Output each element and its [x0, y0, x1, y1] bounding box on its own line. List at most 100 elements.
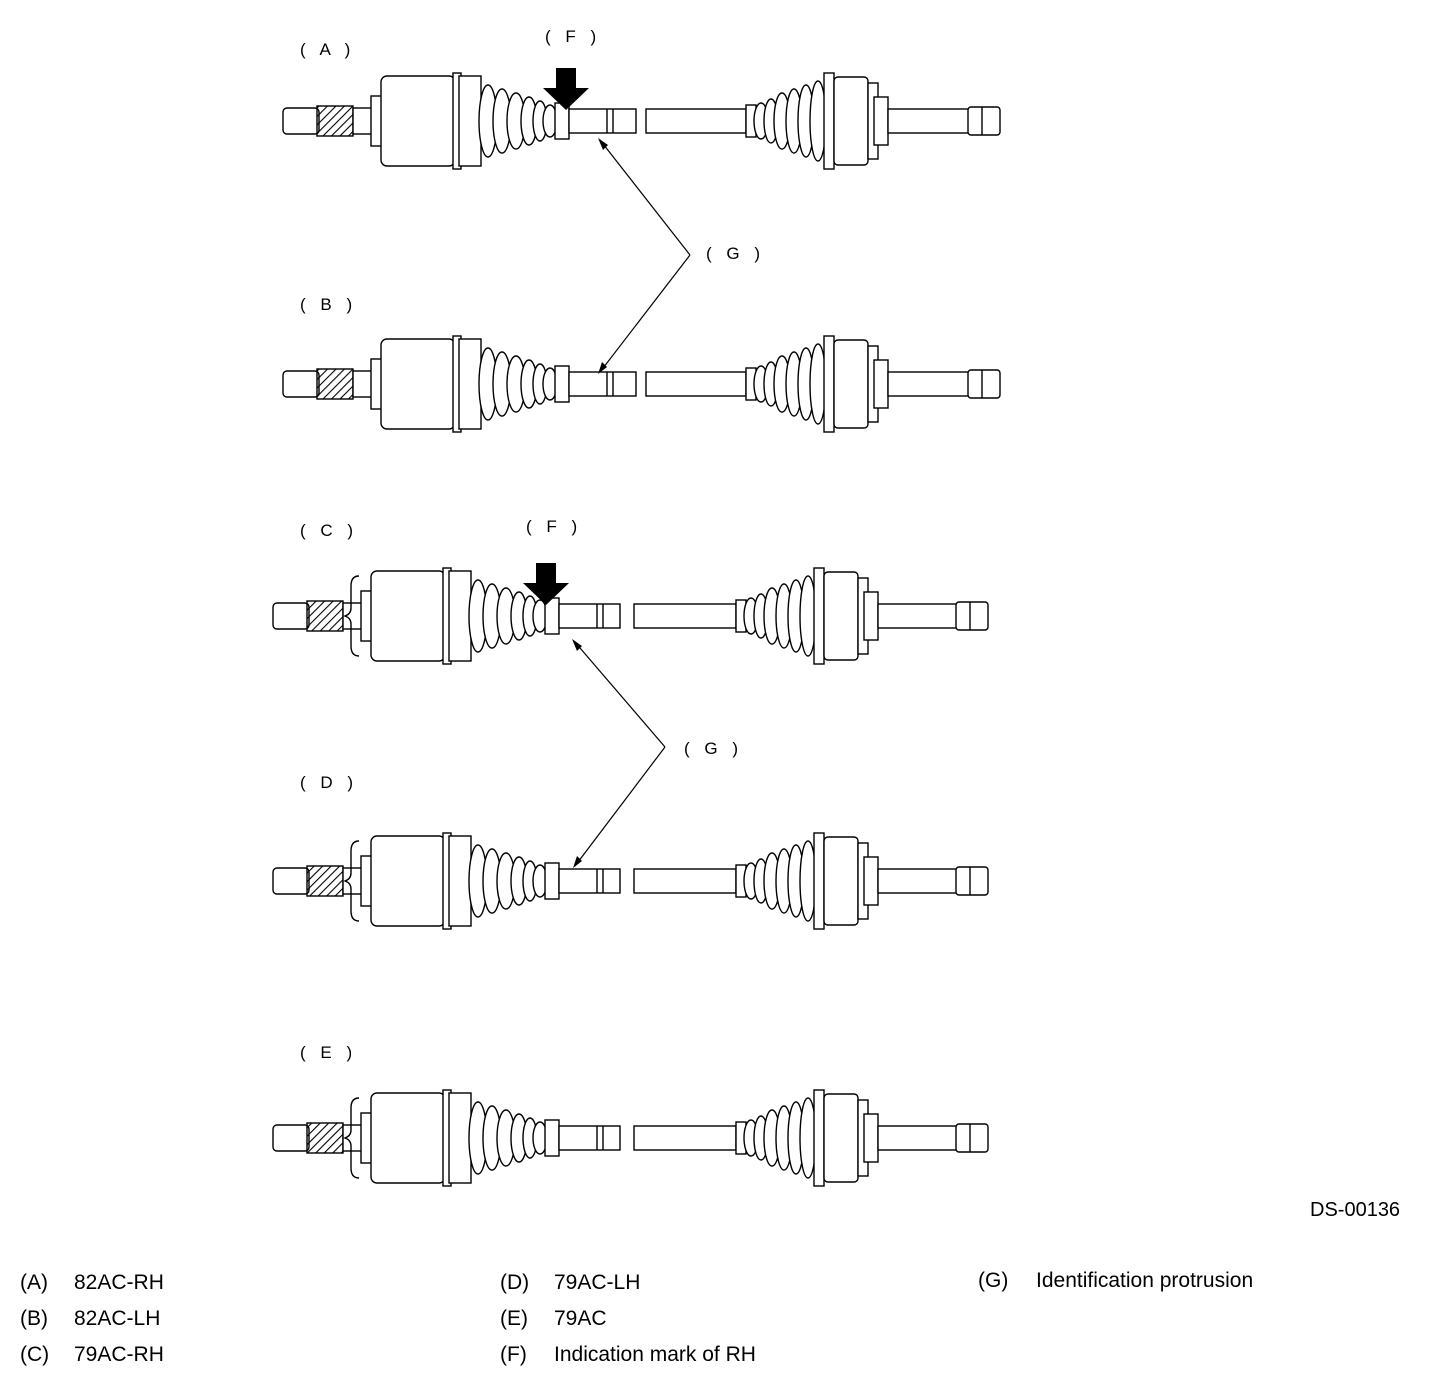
spline: [316, 368, 354, 400]
drive-shaft-c: [272, 567, 989, 665]
rh-indication-mark: [543, 68, 589, 110]
shaft-bar: [568, 108, 637, 134]
spline: [316, 105, 354, 137]
legend-text: 79AC-RH: [74, 1343, 164, 1366]
outer-joint: [823, 1093, 859, 1183]
clip-bracket: [342, 840, 360, 922]
boot-band: [448, 1092, 472, 1184]
outer-stub: [877, 1125, 959, 1151]
boot-band: [823, 335, 835, 433]
label-d: ( D ): [300, 773, 358, 792]
outer-joint: [823, 836, 859, 926]
legend-text: 82AC-RH: [74, 1271, 164, 1294]
arrowhead: [598, 138, 608, 150]
legend-item-b: (B) 82AC-LH: [20, 1307, 160, 1331]
outer-joint: [833, 339, 869, 429]
rh-indication-mark: [523, 563, 569, 605]
stub-tip: [955, 866, 989, 896]
legend-key: (G): [978, 1269, 1009, 1292]
shaft-bar: [558, 1125, 621, 1151]
inner-stub: [282, 107, 320, 135]
clip-bracket: [342, 575, 360, 657]
boot-band: [458, 75, 482, 167]
label-a: ( A ): [300, 40, 355, 59]
inner-stub: [272, 602, 310, 630]
legend-key: (E): [500, 1307, 528, 1330]
boot-band: [458, 338, 482, 430]
shaft-bar: [558, 868, 621, 894]
drive-shaft-e: [272, 1089, 989, 1187]
inner-stub: [272, 867, 310, 895]
outer-collar: [873, 96, 889, 146]
arrowhead: [598, 362, 607, 374]
label-f-mid: ( F ): [526, 517, 582, 536]
legend-key: (D): [500, 1271, 530, 1294]
legend-item-g: (G) Identification protrusion: [978, 1269, 1253, 1293]
outer-collar: [863, 1113, 879, 1163]
stub-tip: [955, 1123, 989, 1153]
legend-key: (B): [20, 1307, 48, 1330]
legend-key: (F): [500, 1343, 527, 1366]
boot-clamp: [544, 1119, 560, 1157]
joint-housing: [380, 75, 456, 167]
outer-collar: [863, 856, 879, 906]
stub-tip: [955, 601, 989, 631]
legend-item-f: (F) Indication mark of RH: [500, 1343, 756, 1367]
inner-stub: [272, 1124, 310, 1152]
shaft-bar: [633, 1125, 737, 1151]
outer-stub: [877, 868, 959, 894]
outer-joint: [823, 571, 859, 661]
outer-stub: [887, 108, 971, 134]
legend-item-a: (A) 82AC-RH: [20, 1271, 164, 1295]
drive-shaft-d: [272, 832, 989, 930]
boot-band: [448, 835, 472, 927]
legend-text: 82AC-LH: [74, 1307, 161, 1330]
label-b: ( B ): [300, 295, 357, 314]
shaft-bar: [633, 868, 737, 894]
joint-housing: [380, 338, 456, 430]
identification-leader-lines: [573, 139, 691, 867]
drive-shaft-b: [282, 335, 1001, 433]
outer-collar: [873, 359, 889, 409]
boot-clamp: [544, 862, 560, 900]
figure-code: DS-00136: [1310, 1199, 1401, 1221]
outer-collar: [863, 591, 879, 641]
drive-shaft-a: [282, 72, 1001, 170]
label-g-top: ( G ): [706, 244, 765, 263]
drive-shaft-diagram: ( A ) ( F ) ( G ) ( B ) ( C ) ( F ) ( G …: [272, 27, 1001, 1187]
label-f-top: ( F ): [545, 27, 601, 46]
clip-bracket: [342, 1097, 360, 1179]
outer-stub: [887, 371, 971, 397]
inner-stub: [282, 370, 320, 398]
spline: [306, 865, 344, 897]
legend-item-c: (C) 79AC-RH: [20, 1343, 164, 1367]
label-c: ( C ): [300, 521, 358, 540]
legend-text: Indication mark of RH: [554, 1343, 756, 1366]
joint-housing: [370, 835, 446, 927]
spline: [306, 1122, 344, 1154]
legend-key: (A): [20, 1271, 48, 1294]
boot-band: [813, 832, 825, 930]
stub-tip: [967, 106, 1001, 136]
boot-band: [813, 1089, 825, 1187]
legend-key: (C): [20, 1343, 50, 1366]
boot-band: [448, 570, 472, 662]
boot-band: [813, 567, 825, 665]
shaft-bar: [568, 371, 637, 397]
label-e: ( E ): [300, 1043, 357, 1062]
legend-item-e: (E) 79AC: [500, 1307, 607, 1331]
arrowhead: [572, 639, 582, 651]
shaft-bar: [558, 603, 621, 629]
stub-tip: [967, 369, 1001, 399]
shaft-bar: [633, 603, 737, 629]
legend-text: Identification protrusion: [1036, 1269, 1254, 1292]
boot-band: [823, 72, 835, 170]
legend-text: 79AC: [554, 1307, 607, 1330]
outer-joint: [833, 76, 869, 166]
shaft-bar: [645, 371, 747, 397]
joint-housing: [370, 1092, 446, 1184]
joint-housing: [370, 570, 446, 662]
boot-clamp: [554, 365, 570, 403]
legend-text: 79AC-LH: [554, 1271, 641, 1294]
spline: [306, 600, 344, 632]
